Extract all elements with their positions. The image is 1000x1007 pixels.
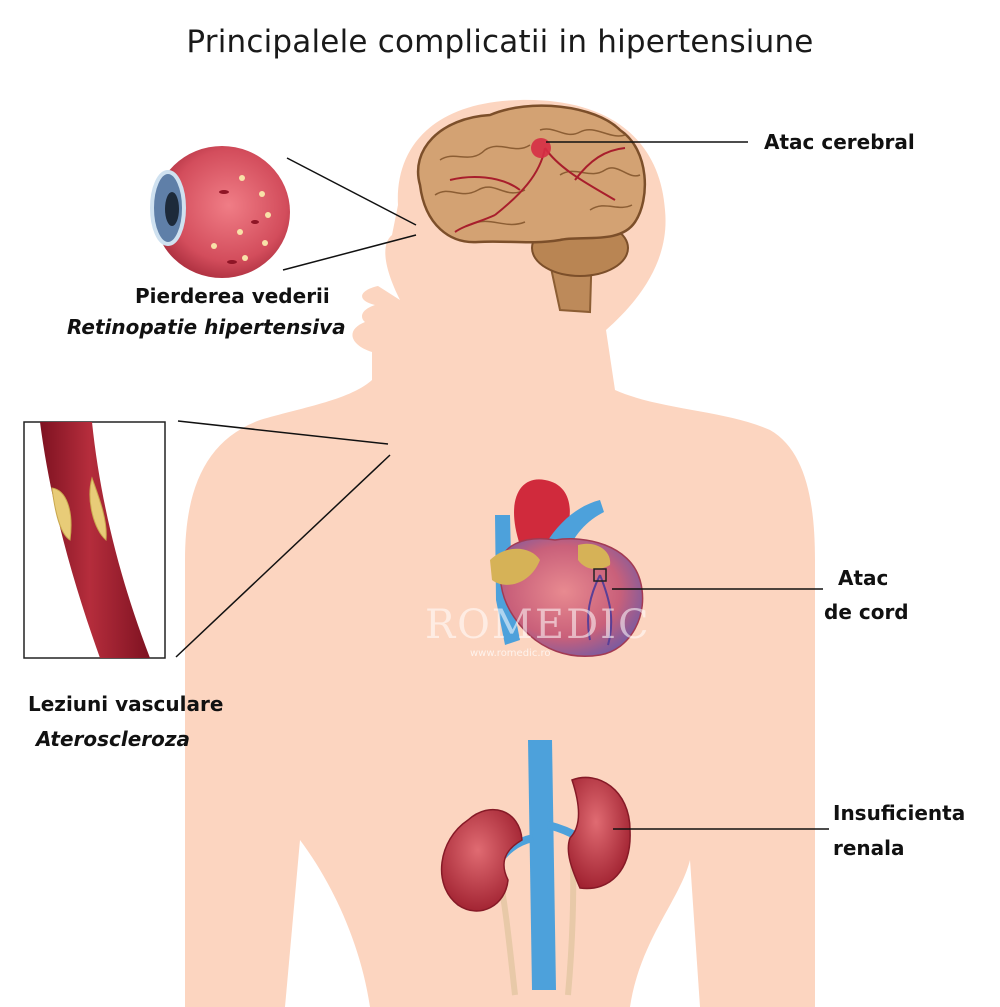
plaque-left bbox=[51, 487, 72, 541]
aorta bbox=[514, 479, 570, 545]
retina-spots bbox=[211, 175, 271, 261]
leader-vascular-bottom bbox=[175, 454, 391, 658]
label-atherosclerosis: Ateroscleroza bbox=[36, 727, 191, 751]
retina-hemorrhages bbox=[219, 190, 259, 264]
label-heart-attack-line1: Atac bbox=[838, 566, 889, 590]
watermark-brand: ROMEDIC bbox=[425, 602, 651, 648]
label-retinopathy: Retinopatie hipertensiva bbox=[67, 315, 346, 339]
stroke-lesion bbox=[531, 138, 551, 158]
kidney-left bbox=[440, 809, 523, 912]
left-atrium bbox=[490, 548, 540, 585]
brain-illustration bbox=[416, 104, 646, 314]
artery-vessel bbox=[40, 422, 150, 658]
label-renal-line2: renala bbox=[833, 836, 905, 860]
eye-illustration bbox=[150, 146, 290, 278]
leader-lines bbox=[175, 141, 829, 830]
aorta-vertical bbox=[528, 740, 556, 990]
plaque-right bbox=[89, 476, 107, 541]
leader-eye-bottom bbox=[282, 234, 417, 271]
leader-eye-top bbox=[286, 157, 417, 226]
label-stroke: Atac cerebral bbox=[764, 130, 915, 154]
label-vision-loss: Pierderea vederii bbox=[135, 284, 330, 308]
label-renal-line1: Insuficienta bbox=[833, 801, 966, 825]
label-heart-attack-line2: de cord bbox=[824, 600, 909, 624]
leader-vascular-top bbox=[177, 420, 389, 445]
heart-illustration bbox=[490, 479, 644, 657]
cerebrum bbox=[416, 104, 646, 244]
infarct-marker bbox=[593, 568, 607, 582]
label-vascular: Leziuni vasculare bbox=[28, 692, 224, 716]
kidneys-illustration bbox=[440, 740, 631, 996]
pupil bbox=[165, 192, 179, 226]
kidney-right bbox=[567, 776, 631, 890]
artery-inset bbox=[23, 421, 166, 659]
watermark-url: www.romedic.ro bbox=[470, 648, 551, 659]
diagram-title: Principalele complicatii in hipertensiun… bbox=[186, 24, 814, 60]
right-atrium bbox=[578, 543, 611, 570]
eyeball bbox=[154, 146, 290, 278]
